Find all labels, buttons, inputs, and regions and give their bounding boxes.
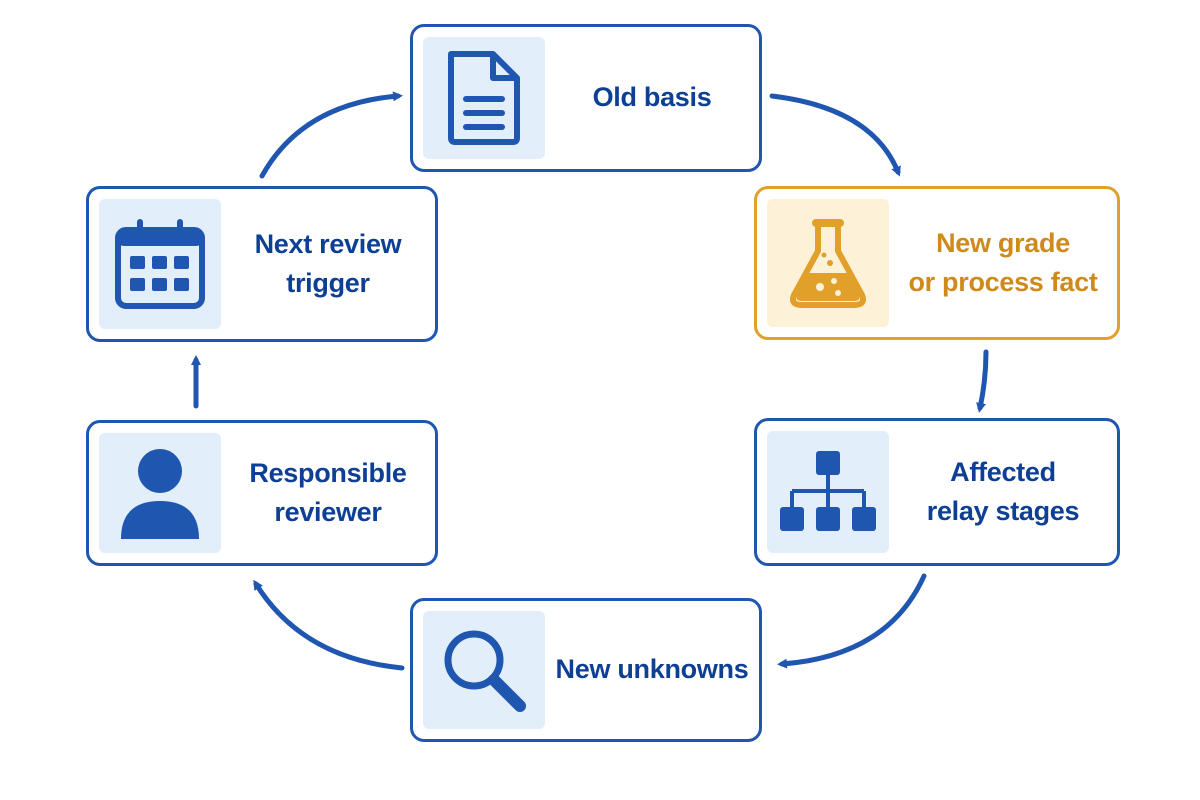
hierarchy-icon: [780, 451, 876, 531]
node-label: New grade or process fact: [908, 227, 1098, 297]
node-old-basis: Old basis: [410, 24, 762, 172]
node-label: Old basis: [592, 82, 712, 113]
icon-box: [767, 199, 889, 327]
node-label: Affected relay stages: [926, 456, 1080, 526]
icon-box: [99, 433, 221, 553]
magnifier-icon: [444, 630, 526, 712]
icon-box: [423, 611, 545, 729]
document-icon: [448, 51, 520, 145]
icon-box: [767, 431, 889, 553]
node-label: Responsible reviewer: [249, 457, 407, 527]
node-new-grade: New grade or process fact: [754, 186, 1120, 340]
node-responsible-reviewer: Responsible reviewer: [86, 420, 438, 566]
calendar-icon: [115, 219, 205, 309]
node-next-review: Next review trigger: [86, 186, 438, 342]
arrow-affected-stages-to-new-unknowns: [777, 573, 927, 669]
arrow-new-grade-to-affected-stages: [976, 349, 989, 413]
arrow-new-unknowns-to-responsible-reviewer: [253, 579, 405, 671]
person-icon: [121, 449, 199, 539]
icon-box: [423, 37, 545, 159]
node-label: Next review trigger: [254, 228, 402, 298]
icon-box: [99, 199, 221, 329]
flask-icon: [790, 219, 866, 308]
node-label: New unknowns: [555, 654, 749, 685]
arrow-next-review-to-old-basis: [259, 91, 403, 179]
arrow-old-basis-to-new-grade: [769, 93, 901, 177]
node-affected-stages: Affected relay stages: [754, 418, 1120, 566]
node-new-unknowns: New unknowns: [410, 598, 762, 742]
